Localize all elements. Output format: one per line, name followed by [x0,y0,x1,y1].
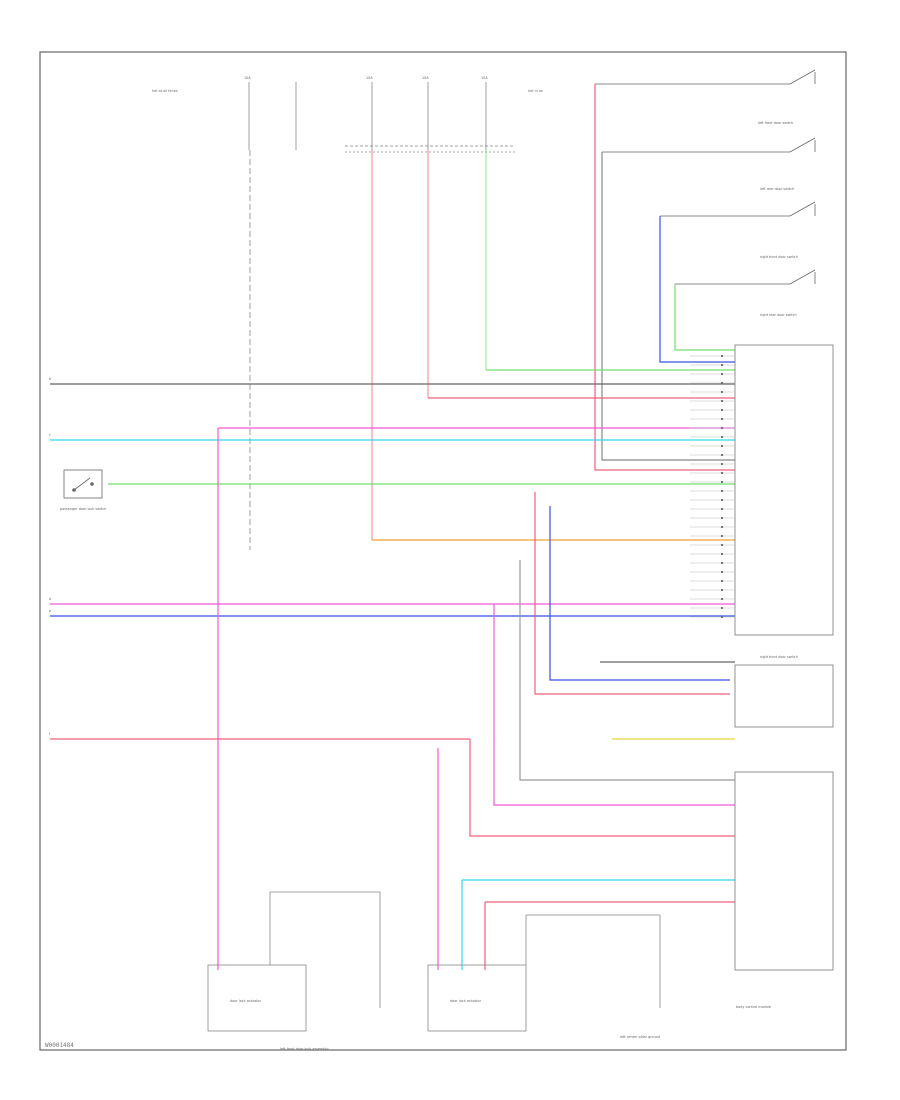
top-connector-label-1: hot at all times [152,89,178,93]
pin-dot [720,543,724,547]
pin-dot [720,408,724,412]
right-switches [595,69,816,285]
actuator-label-right: door lock actuator [450,999,482,1003]
pin-dot [720,615,724,619]
pin-dot [720,525,724,529]
pin-dot [720,588,724,592]
top-fuse-block [248,82,515,153]
pin-dot [720,399,724,403]
right-switch-label-1: left front door switch [758,121,793,125]
left-bus-labels: b c d e f [49,377,51,736]
fuse-label-4: 10A [481,76,488,80]
lower-wires [217,428,735,970]
main-buses [50,369,735,740]
bus-label-d: d [49,597,51,601]
pin-dot [720,534,724,538]
pin-dot [720,552,724,556]
mid-loops [519,492,735,781]
right-switch-label-4: right rear door switch [760,313,797,317]
left-component-label: passenger door lock switch [60,507,106,511]
pin-dot [720,354,724,358]
pin-dot [720,435,724,439]
bus-label-f: f [49,732,51,736]
right-switch-label-2: left rear door switch [760,187,794,191]
top-connector-label-2: hot in on [528,89,543,93]
text-labels: left front door switch left rear door sw… [45,121,798,1051]
bottom-left-label: left front door lock assembly [280,1047,329,1051]
pin-row-group [690,354,735,619]
bus-label-e: e [49,609,51,613]
bottom-right-label: left center pillar ground [620,1035,660,1039]
pin-dot [720,480,724,484]
top-fuse-text: 10A 10A 10A 10A hot at all times hot in … [152,76,543,93]
fuse-label-2: 10A [366,76,373,80]
vertical-lines [249,150,487,550]
right-colored-wires [594,84,735,471]
pin-dot [720,579,724,583]
fuse-label-3: 10A [422,76,429,80]
pin-dot [720,606,724,610]
pin-dot [720,426,724,430]
pin-dot [720,462,724,466]
pin-dot [720,363,724,367]
figure-code: W0001484 [45,1042,74,1049]
pin-dot [720,507,724,511]
pin-dot [720,498,724,502]
bus-label-b: b [49,377,51,381]
pin-dot [720,516,724,520]
right-switch-label-3: right front door switch [760,255,798,259]
pin-dot [720,444,724,448]
left-switch [63,469,103,499]
pin-dot [720,471,724,475]
pin-dot [720,381,724,385]
fuse-label-1: 10A [244,76,251,80]
pin-dot [720,489,724,493]
pin-dot [720,417,724,421]
pin-dot [720,372,724,376]
actuator-label-left: door lock actuator [230,999,262,1003]
bottom-actuators [207,891,661,1032]
pin-dot [720,597,724,601]
right-switch-label-5: right front door switch [760,655,798,659]
bus-label-c: c [49,433,51,437]
pin-dot [720,561,724,565]
module-label: body control module [736,1005,771,1009]
right-components [734,344,834,971]
pin-dot [720,453,724,457]
diagram-frame [39,51,847,1051]
pin-dot [720,570,724,574]
pin-dot [720,390,724,394]
